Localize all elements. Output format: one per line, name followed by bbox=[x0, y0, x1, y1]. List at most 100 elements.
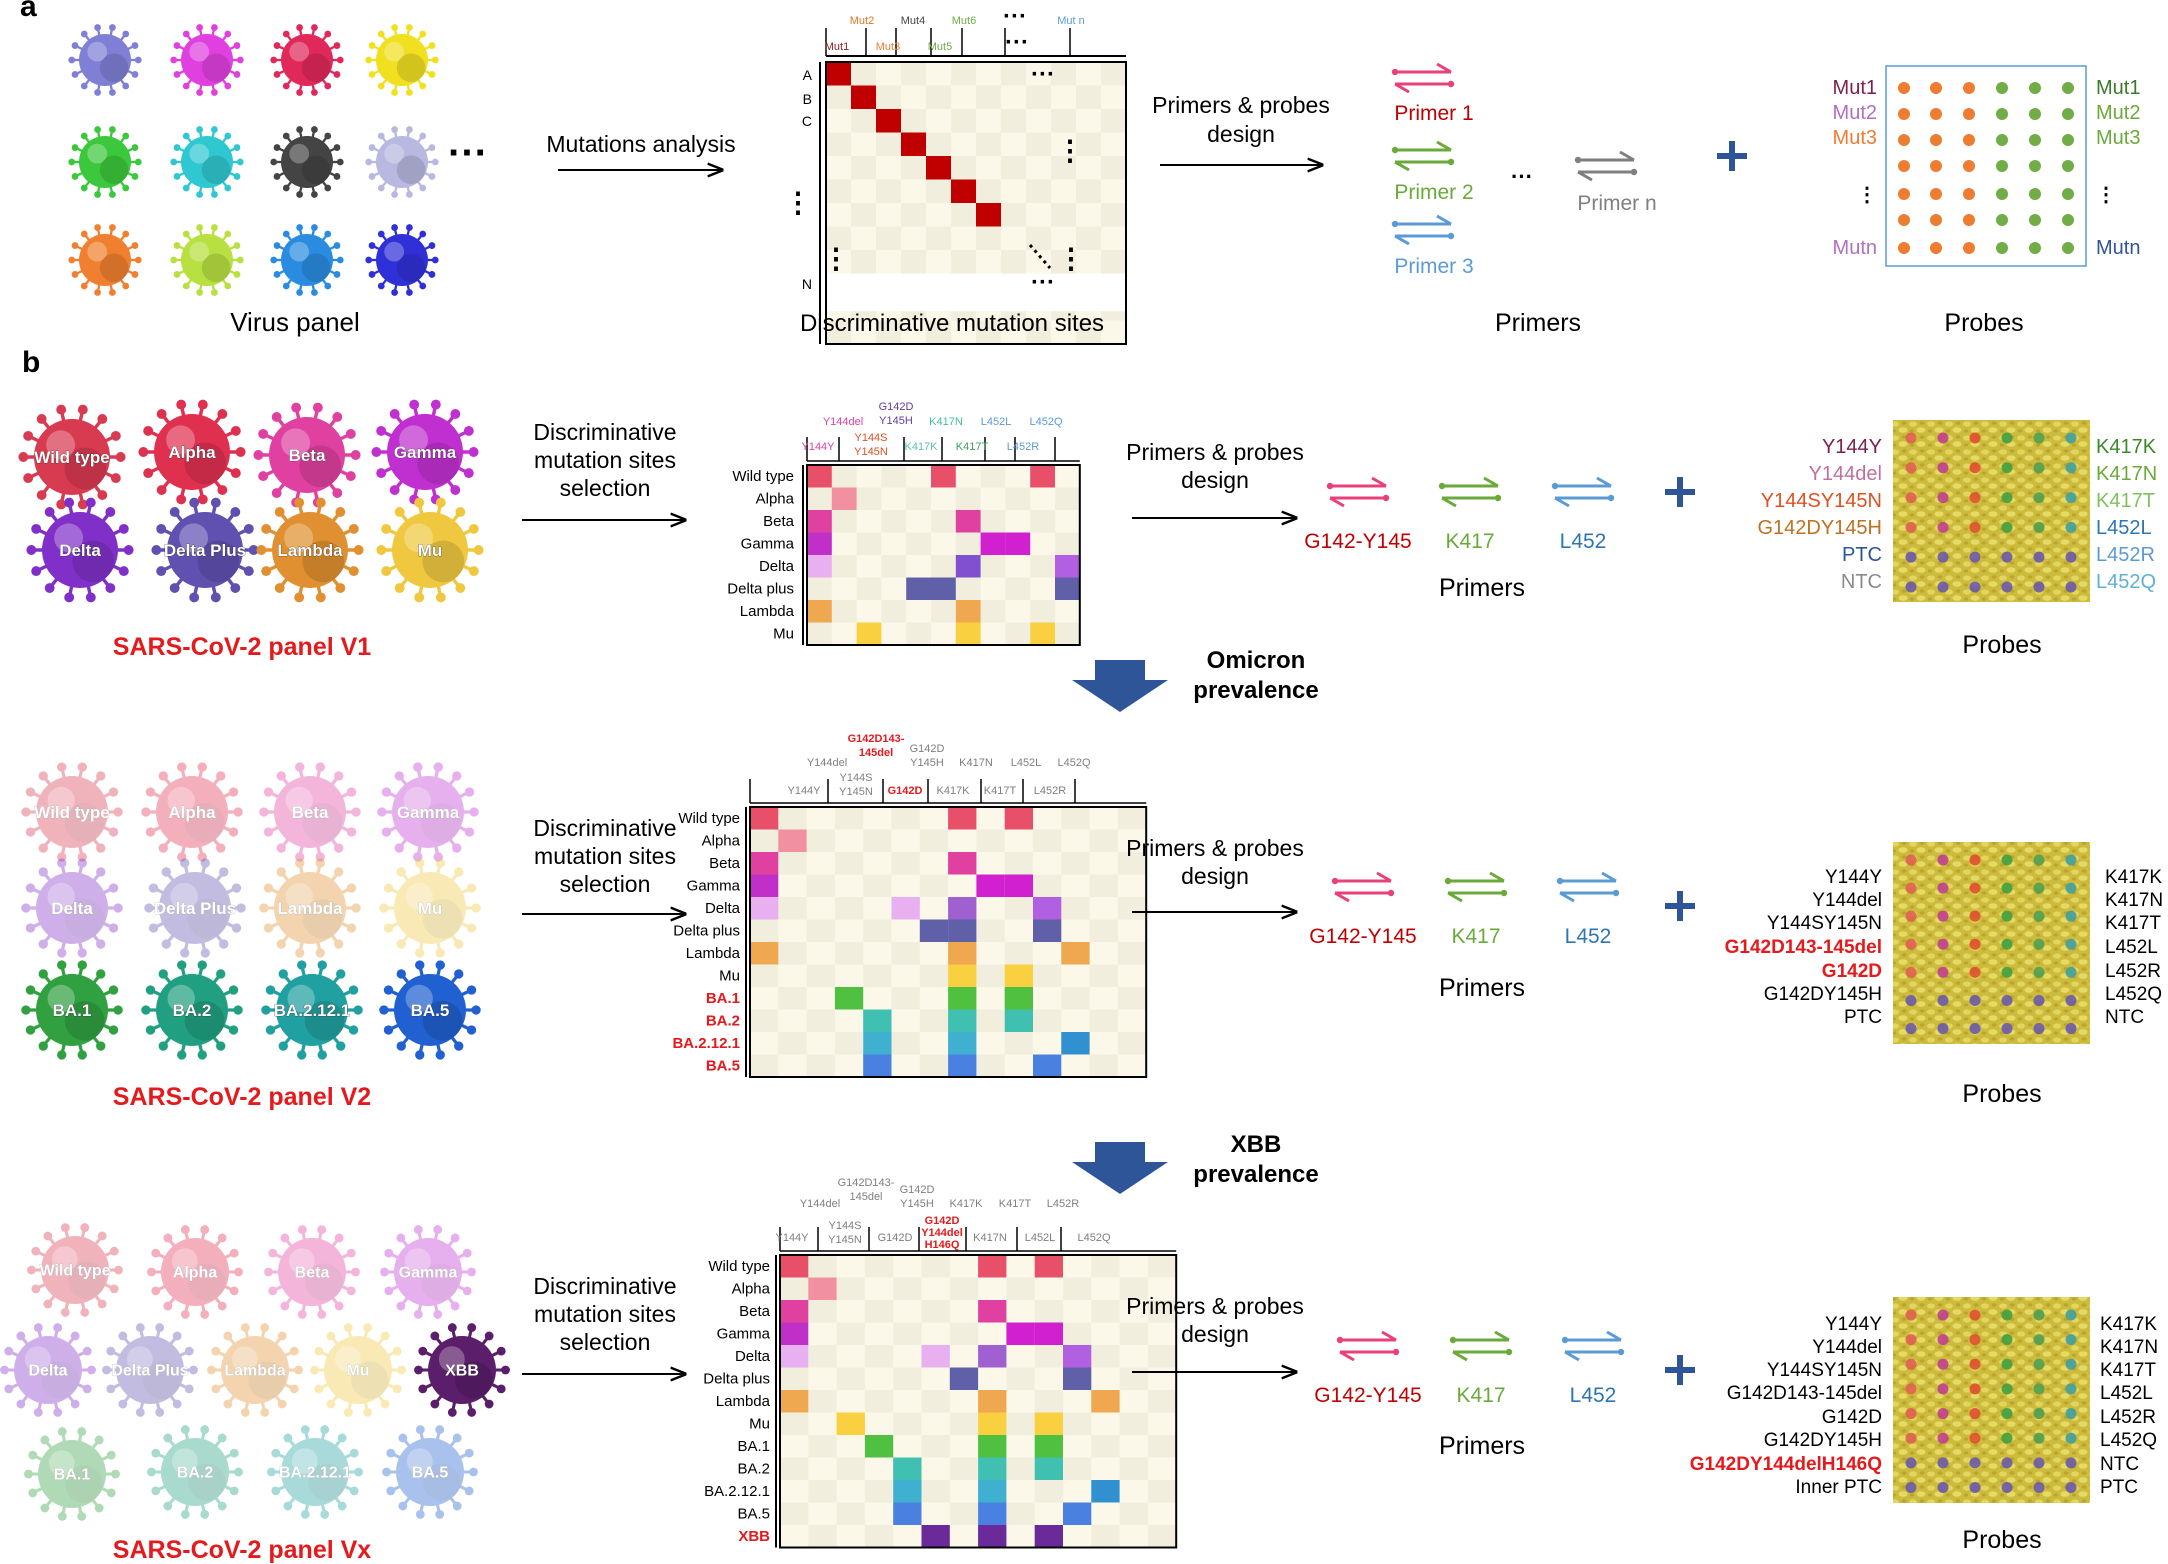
matrix-cell bbox=[1119, 1412, 1148, 1435]
matrix-cell bbox=[1091, 1390, 1120, 1413]
probe-spot bbox=[1996, 134, 2008, 146]
matrix-cell bbox=[778, 852, 807, 875]
matrix-cell bbox=[1089, 874, 1118, 897]
matrix-row-label: Delta bbox=[735, 1348, 771, 1365]
virus-label: Gamma bbox=[397, 803, 460, 822]
chip-spot bbox=[1969, 462, 1981, 474]
matrix-gap bbox=[822, 273, 1126, 312]
probe-spot bbox=[1963, 82, 1975, 94]
matrix-cell bbox=[1001, 62, 1026, 86]
matrix-row-label: C bbox=[802, 113, 812, 129]
matrix-col-label: G142D bbox=[888, 785, 923, 797]
matrix-cell bbox=[1006, 1277, 1035, 1300]
matrix-cell bbox=[807, 600, 832, 623]
chip-spot bbox=[1937, 938, 1949, 950]
probe-label-right: ⋮ bbox=[2096, 184, 2116, 206]
chip-spot bbox=[2065, 938, 2077, 950]
virus-label: Mu bbox=[418, 899, 443, 918]
matrix-cell bbox=[978, 1345, 1007, 1368]
probe-spot bbox=[1930, 134, 1942, 146]
matrix-cell bbox=[806, 874, 835, 897]
chip-spot bbox=[1905, 462, 1917, 474]
matrix-cell bbox=[1063, 1412, 1092, 1435]
matrix-col-label: ··· bbox=[1003, 3, 1027, 30]
virus-label: Mu bbox=[346, 1363, 369, 1380]
matrix-cell bbox=[1076, 179, 1101, 203]
matrix-cell bbox=[1076, 132, 1101, 156]
matrix-cell bbox=[851, 156, 876, 180]
chip-spot bbox=[2001, 966, 2013, 978]
virus-icon: BA.5 bbox=[382, 1425, 478, 1519]
virus-icon: BA.1 bbox=[21, 960, 123, 1060]
matrix-cell bbox=[978, 1435, 1007, 1458]
matrix-row-label: Delta bbox=[705, 900, 741, 917]
selection-label: mutation sites bbox=[534, 1301, 676, 1327]
matrix-cell bbox=[780, 1457, 809, 1480]
matrix-cell bbox=[834, 852, 864, 875]
virus-icon: Mu bbox=[379, 858, 481, 958]
panel-letter-b: b bbox=[22, 346, 40, 379]
probe-label-left: Y144del bbox=[1809, 463, 1882, 485]
matrix-cell bbox=[1005, 622, 1031, 645]
matrix-cell bbox=[1089, 964, 1118, 987]
matrix-col-label: L452Q bbox=[1057, 757, 1090, 769]
virus-icon: BA.2 bbox=[147, 1425, 243, 1519]
discriminative-sites-label: Discriminative mutation sites bbox=[800, 310, 1104, 337]
matrix-row-label: A bbox=[803, 67, 813, 83]
chip-spot bbox=[1937, 551, 1949, 563]
matrix-cell bbox=[1034, 1412, 1063, 1435]
virus-icon: Delta Plus bbox=[102, 1323, 198, 1417]
matrix-row-label: N bbox=[802, 276, 812, 292]
matrix-cell bbox=[864, 1435, 894, 1458]
chip-spot bbox=[1905, 432, 1917, 444]
matrix-cell bbox=[826, 132, 851, 156]
matrix-frame bbox=[749, 806, 1148, 1078]
matrix-cell bbox=[1004, 964, 1033, 987]
probe-array-frame bbox=[1885, 65, 2087, 267]
matrix-cell bbox=[1089, 829, 1118, 852]
matrix-row-label: BA.5 bbox=[706, 1058, 740, 1075]
matrix-cell bbox=[807, 622, 832, 645]
matrix-cell bbox=[976, 829, 1005, 852]
matrix-col-label: Y144del bbox=[800, 1198, 840, 1210]
chip-spot bbox=[2065, 882, 2077, 894]
matrix-row-label: Mu bbox=[749, 1416, 770, 1433]
matrix-cell bbox=[1034, 1457, 1063, 1480]
matrix-cell bbox=[750, 829, 779, 852]
primer-label: L452 bbox=[1560, 530, 1607, 553]
primer-ellipsis: ··· bbox=[1511, 164, 1533, 189]
virus-icon: Delta bbox=[0, 1323, 96, 1417]
probe-label-left: Mut3 bbox=[1833, 127, 1877, 149]
matrix-cell bbox=[851, 203, 876, 227]
virus-label: Alpha bbox=[173, 1265, 218, 1282]
chip-spot bbox=[1969, 1358, 1981, 1370]
virus-label: Lambda bbox=[224, 1363, 285, 1380]
matrix-cell bbox=[951, 109, 976, 133]
probe-spot bbox=[1898, 214, 1910, 226]
matrix-col-label: H146Q bbox=[925, 1239, 960, 1251]
matrix-cell bbox=[1147, 1480, 1177, 1503]
matrix-cell bbox=[978, 1525, 1007, 1548]
virus-label: Wild type bbox=[40, 1263, 111, 1280]
chip-spot bbox=[2001, 1023, 2013, 1035]
matrix-cell bbox=[978, 1300, 1007, 1323]
probe-chip bbox=[1893, 1297, 2090, 1503]
design-label: Primers & probes bbox=[1126, 835, 1304, 861]
matrix-cell bbox=[949, 1277, 979, 1300]
matrix-diagonal-cell bbox=[951, 179, 976, 203]
matrix-cell bbox=[778, 987, 807, 1010]
virus-label: Gamma bbox=[394, 443, 457, 462]
matrix-cell bbox=[826, 179, 851, 203]
probe-label-right: K417N bbox=[2096, 463, 2157, 485]
probe-label-right: K417N bbox=[2105, 890, 2163, 911]
chip-spot bbox=[2033, 910, 2045, 922]
matrix-cell bbox=[1030, 465, 1055, 488]
matrix-row-label: BA.1 bbox=[706, 990, 740, 1007]
matrix-row-label: Wild type bbox=[732, 468, 794, 485]
mutations-analysis-label: Mutations analysis bbox=[546, 131, 735, 157]
matrix-col-label: Mut5 bbox=[928, 41, 952, 53]
chip-spot bbox=[1937, 521, 1949, 533]
chip-spot bbox=[2033, 938, 2045, 950]
matrix-col-label: Mut4 bbox=[901, 15, 925, 27]
probe-label-left: G142DY145H bbox=[1764, 1430, 1882, 1451]
